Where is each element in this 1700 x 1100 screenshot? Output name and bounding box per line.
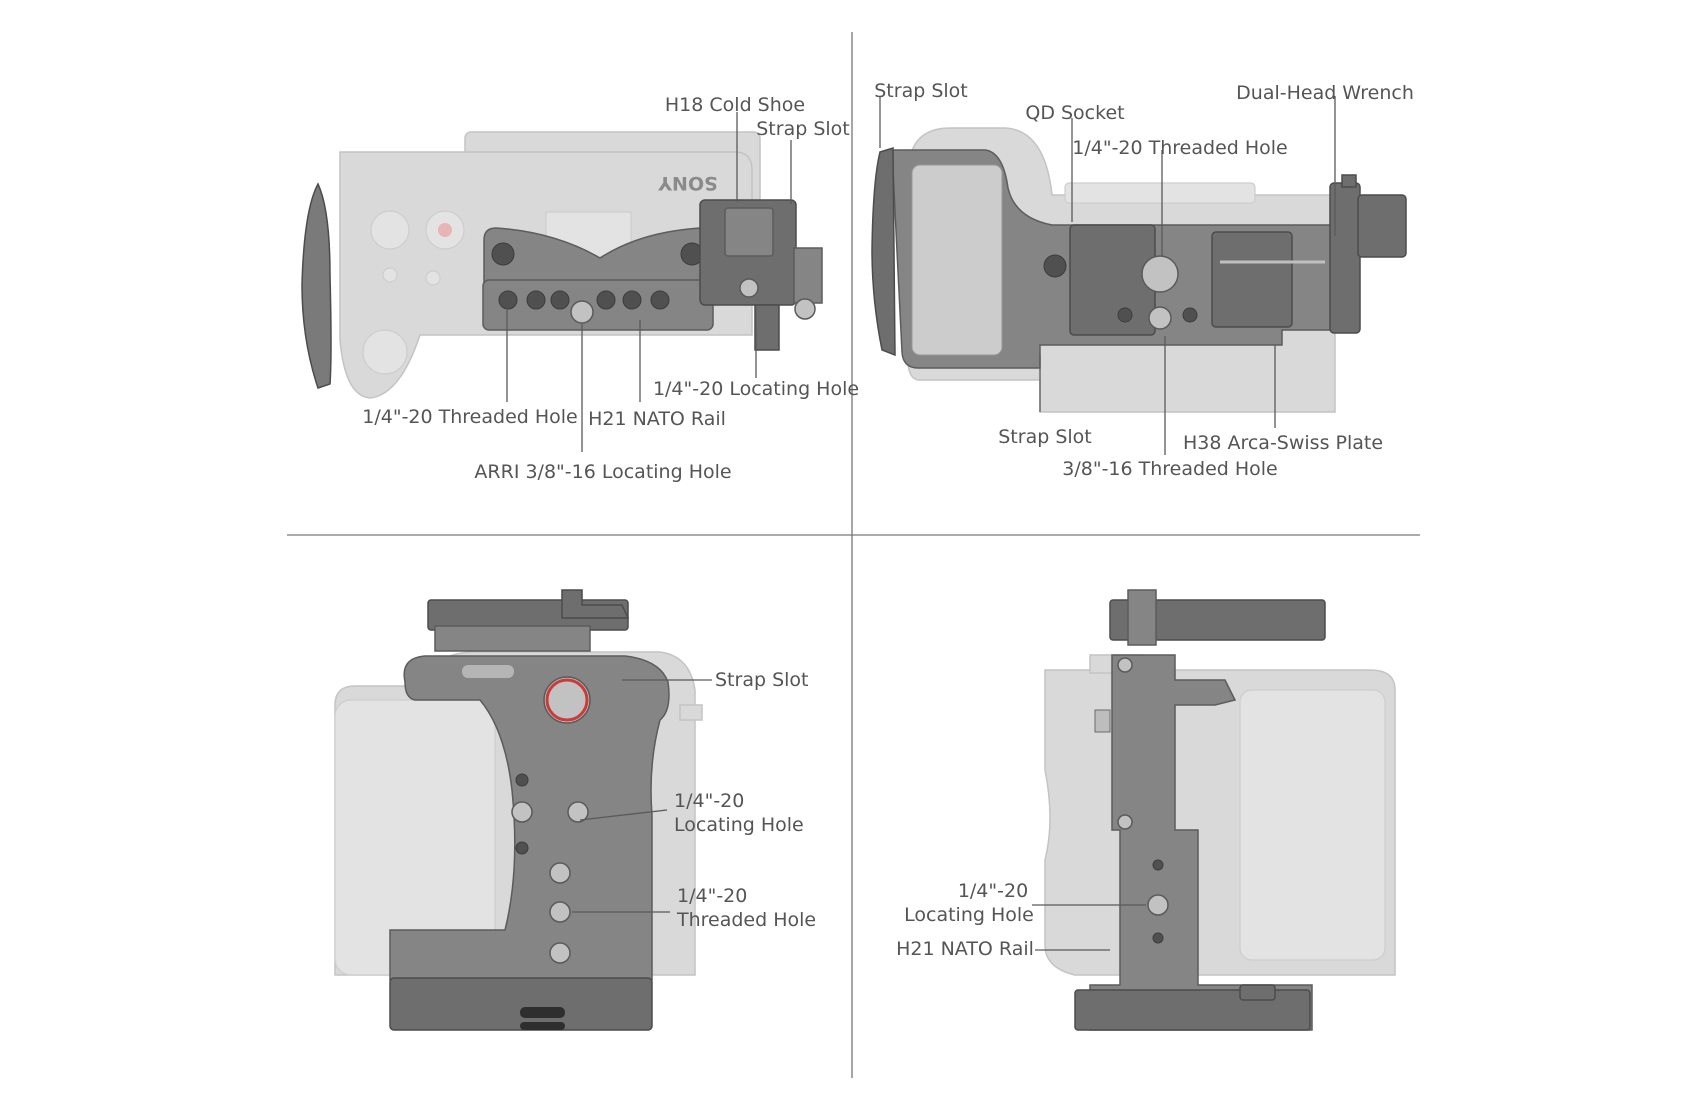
top-left-view: SONY (301, 94, 859, 483)
dual-head-wrench (1329, 174, 1407, 334)
label-qd-socket: QD Socket (1025, 102, 1124, 124)
label-strap-slot-top-left: Strap Slot (756, 118, 849, 140)
top-left-callouts (506, 112, 792, 452)
bottom-left-view: Strap Slot 1/4"-20 Locating Hole 1/4"-20… (334, 589, 816, 1031)
label-threaded-hole-top-right: 1/4"-20 Threaded Hole (1072, 137, 1288, 159)
label-locating-hole-bl-line2: Locating Hole (674, 814, 804, 836)
bottom-left-callouts (572, 679, 712, 913)
label-h21-nato-rail-bottom-right: H21 NATO Rail (896, 938, 1034, 960)
label-locating-hole-top-left: 1/4"-20 Locating Hole (653, 378, 859, 400)
label-h21-nato-rail-top-left: H21 NATO Rail (588, 408, 726, 430)
arca-swiss-baseplate (891, 149, 1346, 369)
label-threaded-hole-top-left: 1/4"-20 Threaded Hole (362, 406, 578, 428)
top-right-view: Strap Slot QD Socket 1/4"-20 Threaded Ho… (871, 80, 1414, 480)
label-dual-head-wrench: Dual-Head Wrench (1236, 82, 1414, 104)
label-threaded-hole-3-8: 3/8"-16 Threaded Hole (1062, 458, 1278, 480)
label-arri-locating-hole: ARRI 3/8"-16 Locating Hole (474, 461, 731, 483)
label-strap-slot-top-right: Strap Slot (874, 80, 967, 102)
label-strap-slot-bottom-left: Strap Slot (715, 669, 808, 691)
label-locating-hole-br-line1: 1/4"-20 (958, 880, 1028, 902)
side-l-bracket (1074, 654, 1313, 1031)
label-locating-hole-bl-line1: 1/4"-20 (674, 790, 744, 812)
top-handle-side (427, 589, 630, 652)
label-h38-arca-swiss-plate: H38 Arca-Swiss Plate (1183, 432, 1383, 454)
camera-brand-logo: SONY (658, 172, 718, 194)
label-strap-slot-bottom: Strap Slot (998, 426, 1091, 448)
top-handle-side-right (1109, 589, 1326, 646)
bottom-right-callouts (1032, 904, 1146, 951)
strap-slot-bracket (871, 146, 896, 357)
side-grip-cage (389, 655, 670, 1031)
label-locating-hole-br-line2: Locating Hole (904, 904, 1034, 926)
bottom-right-view: 1/4"-20 Locating Hole H21 NATO Rail (896, 589, 1396, 1031)
cold-shoe-assembly (699, 199, 823, 351)
top-handle-plate (482, 227, 714, 331)
top-right-callouts (879, 96, 1336, 455)
label-threaded-hole-bl-line2: Threaded Hole (676, 909, 816, 931)
label-threaded-hole-bl-line1: 1/4"-20 (677, 885, 747, 907)
label-h18-cold-shoe: H18 Cold Shoe (665, 94, 805, 116)
